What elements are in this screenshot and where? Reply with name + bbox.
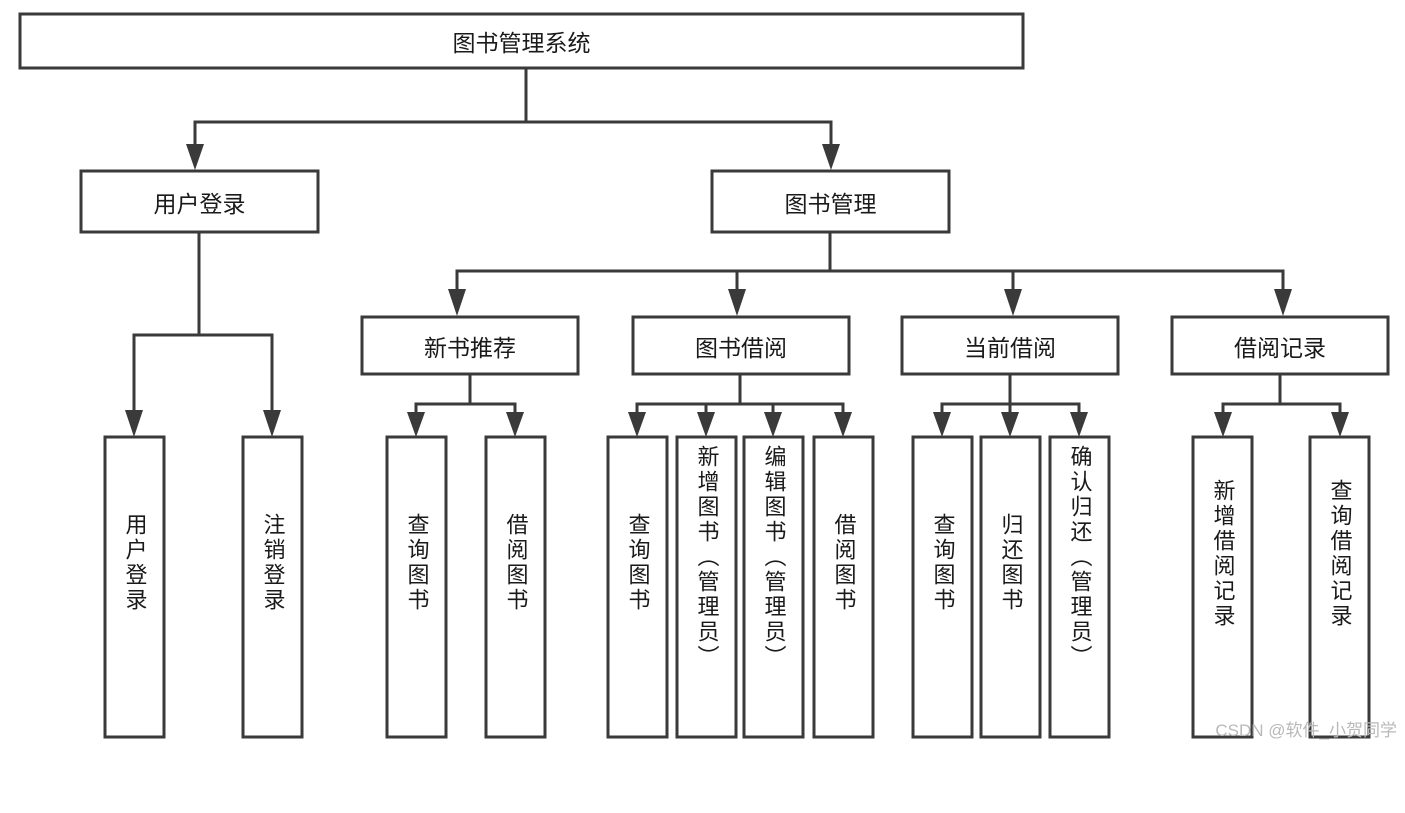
arrow-icon-book-borrow-leaf-3 <box>764 412 782 437</box>
arrow-icon-to-new-book <box>448 289 466 316</box>
diagram-canvas: 图书管理系统 用户登录 图书管理 新书推荐 图书借阅 当前借阅 借阅记录 用户登… <box>18 12 1397 740</box>
node-box-new-book-recommend[interactable] <box>360 315 580 376</box>
arrow-icon-user-login-leaf-1 <box>125 410 143 437</box>
node-box-leaf-new-book-2[interactable] <box>484 435 547 739</box>
node-box-user-login[interactable] <box>79 169 320 234</box>
node-box-leaf-new-book-1[interactable] <box>385 435 448 739</box>
node-box-leaf-current-borrow-1[interactable] <box>911 435 974 739</box>
arrow-icon-to-current-borrow <box>1004 289 1022 316</box>
node-box-book-borrow[interactable] <box>631 315 851 376</box>
node-box-leaf-user-login-2[interactable] <box>241 435 304 739</box>
node-box-root[interactable] <box>18 12 1025 70</box>
arrow-icon-new-book-leaf-2 <box>506 412 524 437</box>
node-box-current-borrow[interactable] <box>900 315 1120 376</box>
arrow-icon-current-borrow-leaf-1 <box>933 412 951 437</box>
arrow-icon-book-borrow-leaf-2 <box>697 412 715 437</box>
arrow-icon-current-borrow-leaf-2 <box>1001 412 1019 437</box>
node-box-leaf-book-borrow-1[interactable] <box>606 435 669 739</box>
node-box-leaf-current-borrow-2[interactable] <box>979 435 1042 739</box>
node-box-book-management[interactable] <box>710 169 951 234</box>
arrow-icon-to-user-login <box>186 144 204 170</box>
node-box-leaf-current-borrow-3[interactable] <box>1048 435 1111 739</box>
arrow-icon-borrow-record-leaf-1 <box>1214 412 1232 437</box>
arrow-icon-new-book-leaf-1 <box>407 412 425 437</box>
arrow-icon-to-book-borrow <box>728 289 746 316</box>
arrow-icon-user-login-leaf-2 <box>263 410 281 437</box>
arrow-icon-current-borrow-leaf-3 <box>1070 412 1088 437</box>
node-box-leaf-user-login-1[interactable] <box>103 435 166 739</box>
node-box-leaf-borrow-record-1[interactable] <box>1191 435 1254 739</box>
arrow-icon-book-borrow-leaf-4 <box>834 412 852 437</box>
node-box-leaf-book-borrow-4[interactable] <box>812 435 875 739</box>
node-box-leaf-book-borrow-2[interactable] <box>675 435 738 739</box>
arrow-icon-borrow-record-leaf-2 <box>1331 412 1349 437</box>
arrow-icon-to-borrow-record <box>1274 289 1292 316</box>
node-box-leaf-borrow-record-2[interactable] <box>1308 435 1371 739</box>
node-box-leaf-book-borrow-3[interactable] <box>742 435 805 739</box>
diagram-svg <box>18 12 1390 739</box>
arrow-icon-book-borrow-leaf-1 <box>628 412 646 437</box>
node-box-borrow-record[interactable] <box>1170 315 1390 376</box>
arrow-icon-to-book-mgmt <box>822 144 840 170</box>
